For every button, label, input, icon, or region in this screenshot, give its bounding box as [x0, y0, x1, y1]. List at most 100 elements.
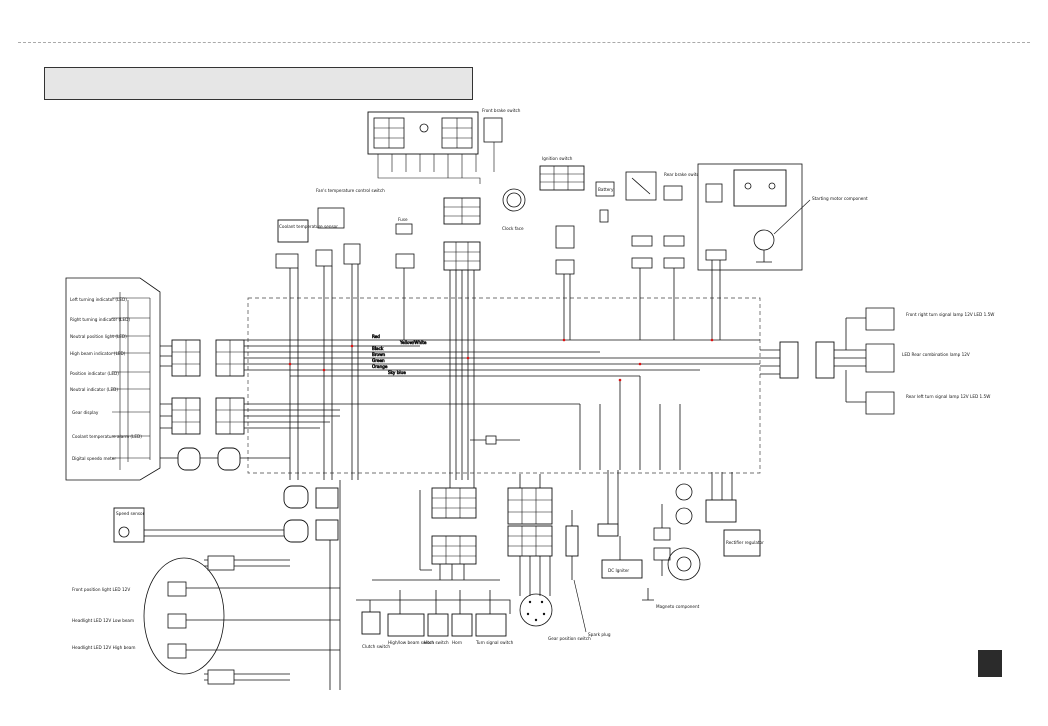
- label-speed-sensor: Speed sensor: [116, 511, 145, 516]
- dc-igniter-connector: [597, 523, 619, 537]
- svg-text:Spark plug: Spark plug: [588, 632, 611, 637]
- label-digital-speedo: Digital speedo meter: [72, 456, 116, 461]
- page-corner-marker: [978, 650, 1002, 677]
- junction-dots: [288, 338, 714, 382]
- headlight-assembly: [143, 557, 225, 675]
- svg-text:Position indicator (LED): Position indicator (LED): [70, 371, 119, 376]
- label-ignition-switch: Ignition switch: [542, 156, 573, 161]
- wire-yellow-white: Yellow/White: [399, 340, 427, 345]
- svg-text:Neutral position light (LED): Neutral position light (LED): [70, 334, 127, 339]
- svg-text:Red: Red: [372, 334, 380, 339]
- magneto-component: [667, 547, 701, 581]
- svg-text:Green: Green: [372, 358, 385, 363]
- round-connector-c: [283, 485, 309, 509]
- high-beam-connector: [167, 643, 187, 659]
- label-high-beam-light: Headlight LED 12V High beam: [72, 645, 135, 650]
- lower-connector-right: [507, 487, 553, 525]
- fan-relay: [343, 243, 361, 265]
- clock-face-inner: [506, 192, 522, 208]
- handlebar-connector-right: [507, 525, 553, 557]
- label-coolant-sensor: Coolant temperature sensor: [279, 224, 338, 229]
- rear-left-signal-lamp: [865, 391, 895, 415]
- instrument-wires: [160, 345, 760, 429]
- turn-signal-switch: [475, 613, 507, 637]
- svg-text:Digital speedo meter: Digital speedo meter: [72, 456, 116, 461]
- low-beam-connector: [167, 613, 187, 629]
- fuse-connector: [395, 253, 415, 269]
- svg-text:Coolant temperature sensor: Coolant temperature sensor: [279, 224, 338, 229]
- round-connector-b: [217, 447, 241, 471]
- main-harness-bus: [244, 339, 760, 470]
- label-fuse: Fuse: [398, 217, 408, 222]
- label-rear-brake: Rear brake switch: [664, 172, 702, 177]
- svg-text:Rear brake switch: Rear brake switch: [664, 172, 702, 177]
- coolant-sensor-connector: [275, 253, 299, 269]
- kill-switch-connector-2: [631, 257, 653, 269]
- front-right-signal-connector: [207, 669, 235, 685]
- label-clutch: Clutch switch: [362, 644, 390, 649]
- label-right-turn: Right turning indicator (LED): [70, 317, 130, 322]
- speed-sensor-icon: [118, 526, 130, 538]
- rear-brake-connector: [663, 235, 685, 247]
- rear-connector-b: [815, 341, 835, 379]
- wire-brown: Brown: [372, 352, 385, 357]
- label-dc-igniter: DC Igniter: [608, 568, 629, 573]
- label-spark-plug: Spark plug: [588, 632, 611, 637]
- svg-text:Left turning indicator (LED): Left turning indicator (LED): [70, 297, 127, 302]
- label-position: Position indicator (LED): [70, 371, 119, 376]
- speed-sensor-box: [113, 507, 145, 543]
- label-led-rear-lamp: LED Rear combination lamp 12V: [902, 352, 970, 357]
- svg-text:Sky blue: Sky blue: [388, 370, 406, 375]
- svg-text:Front position light LED 12V: Front position light LED 12V: [72, 587, 130, 592]
- top-dashed-rule: [18, 42, 1030, 43]
- label-magneto: Magneto component: [656, 604, 700, 609]
- rectifier-regulator-box: [723, 529, 761, 557]
- rear-connector-a: [779, 341, 799, 379]
- svg-text:Turn signal switch: Turn signal switch: [475, 640, 514, 645]
- svg-text:Rear left turn signal lamp 12V: Rear left turn signal lamp 12V LED 1.5W: [906, 394, 990, 399]
- label-gear-position: Gear position switch: [548, 636, 591, 641]
- gear-position-switch: [519, 593, 553, 627]
- svg-text:Gear display: Gear display: [72, 410, 99, 415]
- instrument-panel: [65, 277, 161, 481]
- svg-text:Battery: Battery: [598, 187, 614, 192]
- ignition-connector: [555, 225, 575, 249]
- front-left-signal-connector: [207, 555, 235, 571]
- label-coolant-alarm: Coolant temperature alarm (LED): [72, 434, 142, 439]
- svg-text:Headlight LED 12V High beam: Headlight LED 12V High beam: [72, 645, 135, 650]
- svg-text:High/low beam switch: High/low beam switch: [388, 640, 434, 645]
- rear-brake-switch-box: [663, 185, 683, 201]
- label-front-position: Front position light LED 12V: [72, 587, 130, 592]
- label-low-beam: Headlight LED 12V Low beam: [72, 618, 134, 623]
- svg-text:DC Igniter: DC Igniter: [608, 568, 629, 573]
- front-right-signal-lamp: [865, 307, 895, 331]
- label-horn-switch: Horn switch: [424, 640, 449, 645]
- svg-text:Fan's temperature control swit: Fan's temperature control switch: [316, 188, 385, 193]
- svg-text:Yellow/White: Yellow/White: [399, 340, 427, 345]
- label-neutral-ind: Neutral indicator (LED): [70, 387, 118, 392]
- svg-text:Ignition switch: Ignition switch: [542, 156, 573, 161]
- svg-text:Headlight LED 12V Low beam: Headlight LED 12V Low beam: [72, 618, 134, 623]
- fuse-holder: [395, 223, 413, 235]
- svg-text:Orange: Orange: [372, 364, 388, 369]
- handlebar-connector-left: [431, 535, 477, 565]
- round-connector-a: [177, 447, 201, 471]
- high-low-beam-switch: [387, 613, 425, 637]
- rectifier-connector: [705, 499, 737, 523]
- main-harness-boundary: [247, 297, 761, 474]
- ignition-lower-connector: [555, 259, 575, 275]
- harness-labels: Red Yellow/White Black Brown Green Orang…: [372, 334, 428, 376]
- svg-text:Gear position switch: Gear position switch: [548, 636, 591, 641]
- label-battery: Battery: [598, 187, 614, 192]
- ignition-connector-mid: [443, 241, 481, 271]
- label-starting-motor: Starting motor component: [812, 196, 868, 201]
- instrument-labels: Left turning indicator (LED) Right turni…: [70, 297, 142, 461]
- svg-text:Rectifier regulator: Rectifier regulator: [726, 540, 764, 545]
- label-fan-switch: Fan's temperature control switch: [316, 188, 385, 193]
- starter-connector: [705, 249, 727, 261]
- kill-switch-connector: [631, 235, 653, 247]
- svg-text:High beam indicator (LED): High beam indicator (LED): [70, 351, 126, 356]
- svg-text:Brown: Brown: [372, 352, 385, 357]
- svg-text:Black: Black: [372, 346, 384, 351]
